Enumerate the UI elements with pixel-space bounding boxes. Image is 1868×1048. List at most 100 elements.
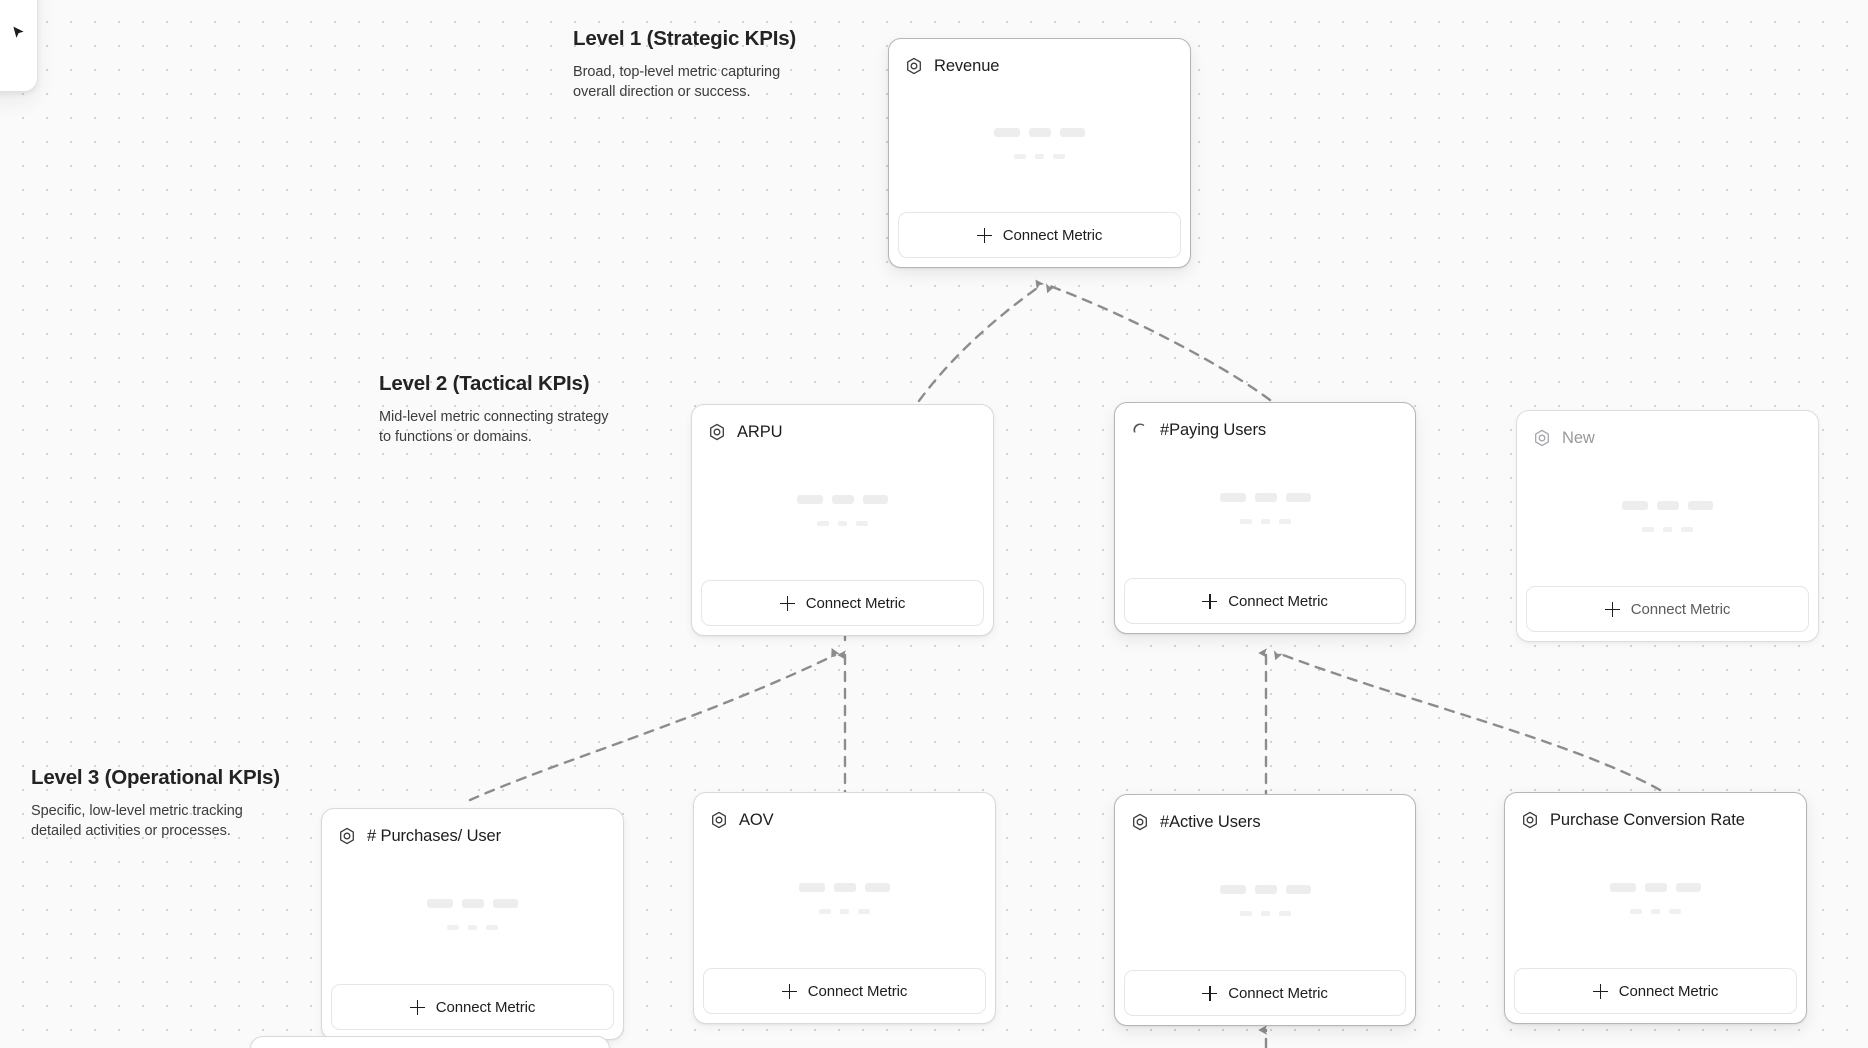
edge-conversion-to-paying-users: [1273, 650, 1662, 792]
card-skeleton-purchase-conversion-rate: [1505, 833, 1806, 968]
card-header-arpu: ARPU: [692, 405, 993, 445]
card-skeleton-arpu: [692, 445, 993, 580]
card-header-active-users: #Active Users: [1115, 795, 1415, 835]
skeleton-bar: [1645, 883, 1667, 892]
card-header-aov: AOV: [694, 793, 995, 833]
connect-metric-label: Connect Metric: [1002, 226, 1103, 244]
level-2-description: Mid-level metric connecting strategy to …: [379, 408, 609, 446]
skeleton-bar: [1254, 885, 1277, 894]
plus-icon: [976, 227, 992, 243]
skeleton-bar: [1053, 153, 1065, 159]
connect-metric-label: Connect Metric: [1630, 600, 1731, 618]
hexagon-metric-icon: [710, 811, 728, 829]
skeleton-bar: [1260, 910, 1270, 916]
skeleton-row-secondary: [1239, 910, 1291, 916]
metric-card-partial-offscreen[interactable]: [250, 1036, 610, 1048]
skeleton-bar: [1278, 910, 1291, 916]
level-3-title: Level 3 (Operational KPIs): [31, 766, 280, 789]
connect-metric-button-new[interactable]: Connect Metric: [1526, 586, 1809, 632]
skeleton-row-secondary: [817, 520, 868, 526]
skeleton-bar: [1239, 910, 1252, 916]
skeleton-bar: [462, 899, 484, 908]
connect-metric-button-arpu[interactable]: Connect Metric: [701, 580, 984, 626]
skeleton-bar: [858, 908, 870, 914]
connect-metric-label: Connect Metric: [1228, 984, 1328, 1002]
skeleton-bar: [1219, 885, 1246, 894]
skeleton-row-secondary: [1014, 153, 1065, 159]
card-title-purchases-per-user: # Purchases/ User: [367, 826, 502, 845]
connect-metric-label: Connect Metric: [1228, 592, 1328, 610]
skeleton-bar: [1260, 518, 1270, 524]
skeleton-bar: [427, 899, 453, 908]
level-3-label-block: Level 3 (Operational KPIs) Specific, low…: [31, 765, 289, 842]
hexagon-metric-icon: [905, 57, 923, 75]
skeleton-bar: [1014, 153, 1026, 159]
skeleton-row-secondary: [447, 924, 498, 930]
card-skeleton-revenue: [889, 79, 1190, 212]
card-title-aov: AOV: [739, 810, 774, 829]
skeleton-bar: [797, 495, 823, 504]
skeleton-bar: [1657, 501, 1679, 510]
skeleton-bar: [865, 883, 890, 892]
metric-card-aov[interactable]: AOV Connect Metric: [693, 792, 996, 1024]
skeleton-bar: [1029, 128, 1051, 137]
skeleton-bar: [1254, 493, 1277, 502]
skeleton-row-primary: [994, 128, 1085, 137]
connect-metric-button-purchase-conversion-rate[interactable]: Connect Metric: [1514, 968, 1797, 1014]
skeleton-bar: [468, 924, 477, 930]
skeleton-bar: [1285, 493, 1311, 502]
edge-purchases-to-arpu: [468, 647, 840, 802]
card-skeleton-aov: [694, 833, 995, 968]
metric-card-purchase-conversion-rate[interactable]: Purchase Conversion Rate Connect Metric: [1504, 792, 1807, 1024]
loading-spinner-icon: [1131, 421, 1149, 439]
skeleton-row-secondary: [1239, 518, 1291, 524]
metric-card-new[interactable]: New Connect Metric: [1516, 410, 1819, 642]
skeleton-bar: [1676, 883, 1701, 892]
skeleton-bar: [1663, 526, 1672, 532]
connect-metric-button-aov[interactable]: Connect Metric: [703, 968, 986, 1014]
metric-card-revenue[interactable]: Revenue Connect Metric: [888, 38, 1191, 268]
card-header-purchases-per-user: # Purchases/ User: [322, 809, 623, 849]
connect-metric-label: Connect Metric: [807, 982, 908, 1000]
level-1-title: Level 1 (Strategic KPIs): [573, 27, 797, 50]
skeleton-row-primary: [1219, 885, 1311, 894]
hexagon-metric-icon: [1521, 811, 1539, 829]
skeleton-bar: [838, 520, 847, 526]
metric-card-purchases-per-user[interactable]: # Purchases/ User Connect Metric: [321, 808, 624, 1040]
connect-metric-button-revenue[interactable]: Connect Metric: [898, 212, 1181, 258]
card-skeleton-paying-users: [1115, 443, 1415, 578]
metric-card-arpu[interactable]: ARPU Connect Metric: [691, 404, 994, 636]
level-2-label-block: Level 2 (Tactical KPIs) Mid-level metric…: [379, 371, 624, 448]
card-skeleton-purchases-per-user: [322, 849, 623, 984]
skeleton-row-primary: [799, 883, 890, 892]
skeleton-bar: [1285, 885, 1311, 894]
connect-metric-button-purchases-per-user[interactable]: Connect Metric: [331, 984, 614, 1030]
skeleton-row-secondary: [1630, 908, 1681, 914]
floating-toolbar-panel[interactable]: [0, 0, 38, 92]
hexagon-metric-icon: [708, 423, 726, 441]
card-header-paying-users: #Paying Users: [1115, 403, 1415, 443]
skeleton-bar: [1239, 518, 1252, 524]
plus-icon: [781, 983, 797, 999]
skeleton-row-primary: [797, 495, 888, 504]
skeleton-bar: [493, 899, 518, 908]
skeleton-bar: [1035, 153, 1044, 159]
skeleton-bar: [1669, 908, 1681, 914]
plus-icon: [779, 595, 795, 611]
level-1-description: Broad, top-level metric capturing overal…: [573, 63, 781, 101]
skeleton-bar: [799, 883, 825, 892]
metric-card-active-users[interactable]: #Active Users Connect Metric: [1114, 794, 1416, 1026]
card-header-purchase-conversion-rate: Purchase Conversion Rate: [1505, 793, 1806, 833]
skeleton-bar: [832, 495, 854, 504]
connect-metric-button-paying-users[interactable]: Connect Metric: [1124, 578, 1406, 624]
skeleton-row-secondary: [1642, 526, 1693, 532]
skeleton-row-secondary: [819, 908, 870, 914]
level-1-label-block: Level 1 (Strategic KPIs) Broad, top-leve…: [573, 26, 823, 103]
level-2-title: Level 2 (Tactical KPIs): [379, 372, 590, 395]
skeleton-row-primary: [1610, 883, 1701, 892]
connect-metric-label: Connect Metric: [805, 594, 906, 612]
plus-icon: [1604, 601, 1620, 617]
metric-card-paying-users[interactable]: #Paying Users Connect Metric: [1114, 402, 1416, 634]
connect-metric-button-active-users[interactable]: Connect Metric: [1124, 970, 1406, 1016]
